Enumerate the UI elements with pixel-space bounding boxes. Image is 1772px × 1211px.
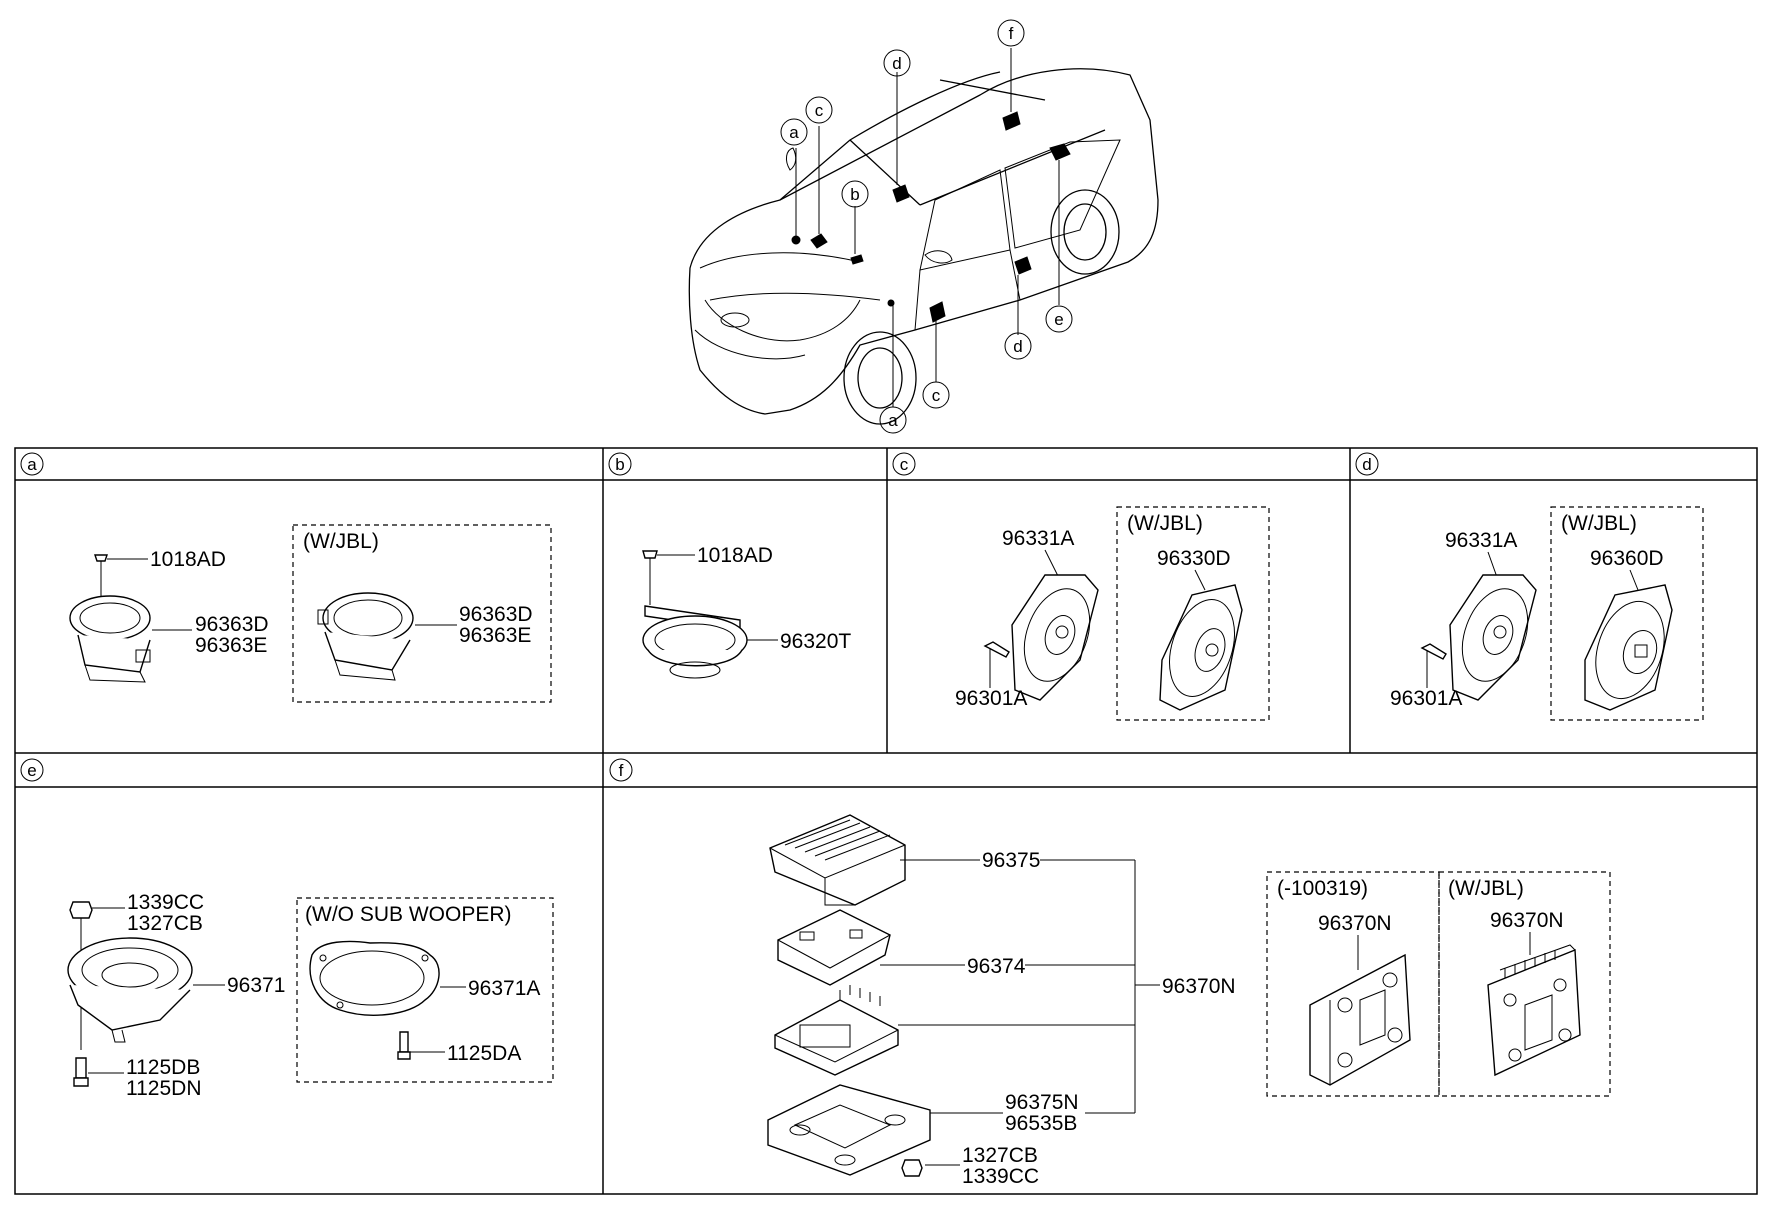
part-label-1018ad-b: 1018AD	[697, 544, 773, 567]
callout-b-top: b	[850, 185, 859, 204]
variant-label-96363d: 96363D	[459, 603, 533, 626]
jbl-door-speaker-icon	[1159, 584, 1243, 711]
part-label-1327cb-e: 1327CB	[127, 912, 203, 935]
nut-icon	[901, 1159, 923, 1177]
bolt-icon	[75, 1057, 87, 1079]
part-label-96371: 96371	[227, 974, 285, 997]
variant-title-wjbl-a: (W/JBL)	[303, 530, 379, 553]
part-label-1339cc-f: 1339CC	[962, 1165, 1039, 1188]
section-f-letter: f	[619, 761, 624, 780]
circuit-board-icon	[777, 909, 891, 986]
variant-label-96370n-left: 96370N	[1318, 912, 1392, 935]
car-overview: a c d f b e d c a	[688, 19, 1159, 434]
amplifier-module-icon	[1309, 953, 1411, 1086]
section-e-letter: e	[27, 761, 36, 780]
variant-label-96360d: 96360D	[1590, 547, 1664, 570]
part-label-96301a-c: 96301A	[955, 687, 1027, 710]
section-e: e 1339CC 1327CB 96371 1125DB 1125DN (W/O…	[20, 758, 554, 1100]
part-label-1018ad: 1018AD	[150, 548, 226, 571]
part-label-96363e: 96363E	[195, 634, 267, 657]
part-label-96331a-c: 96331A	[1002, 527, 1074, 550]
variant-title-100319: (-100319)	[1277, 877, 1368, 900]
part-label-96374: 96374	[967, 955, 1026, 978]
spacer-ring-icon	[309, 940, 440, 1016]
jbl-amplifier-module-icon	[1487, 944, 1581, 1077]
part-label-1125db: 1125DB	[126, 1056, 200, 1079]
part-label-96363d: 96363D	[195, 613, 269, 636]
amplifier-case-icon	[769, 814, 906, 906]
door-speaker-icon	[1011, 574, 1099, 701]
woofer-icon	[67, 937, 193, 1043]
section-c-letter: c	[900, 455, 909, 474]
variant-label-96363e: 96363E	[459, 624, 531, 647]
part-label-96375n: 96375N	[1005, 1091, 1079, 1114]
bolt-icon	[983, 641, 1010, 658]
section-b: b 1018AD 96320T	[608, 452, 851, 679]
screw-icon	[642, 550, 658, 559]
section-b-letter: b	[615, 455, 624, 474]
jbl-tweeter-icon	[317, 592, 414, 681]
door-speaker-icon	[1449, 574, 1537, 701]
variant-label-96370n-right: 96370N	[1490, 909, 1564, 932]
section-d: d 96331A 96301A (W/JBL) 96360D	[1355, 452, 1704, 721]
callout-e-bottom: e	[1054, 310, 1063, 329]
part-label-96535b: 96535B	[1005, 1112, 1077, 1135]
variant-title-wjbl-d: (W/JBL)	[1561, 512, 1637, 535]
part-label-96370n: 96370N	[1162, 975, 1236, 998]
variant-label-96371a: 96371A	[468, 977, 540, 1000]
variant-title-wjbl-f: (W/JBL)	[1448, 877, 1524, 900]
section-f: f 96375 96374	[609, 758, 1611, 1188]
callout-a-bottom: a	[888, 411, 898, 430]
callout-a-top: a	[789, 123, 799, 142]
nut-icon	[69, 901, 93, 919]
callout-c-top: c	[815, 101, 824, 120]
screw-icon	[94, 554, 108, 562]
variant-label-1125da: 1125DA	[447, 1042, 521, 1065]
callout-c-bottom: c	[932, 386, 941, 405]
part-label-1327cb-f: 1327CB	[962, 1144, 1038, 1167]
section-a-letter: a	[27, 455, 37, 474]
variant-title-wo-sub-wooper: (W/O SUB WOOPER)	[305, 903, 512, 926]
callout-f-top: f	[1009, 24, 1014, 43]
part-label-96301a-d: 96301A	[1390, 687, 1462, 710]
variant-title-wjbl-c: (W/JBL)	[1127, 512, 1203, 535]
part-label-96331a-d: 96331A	[1445, 529, 1517, 552]
bolt-icon	[1420, 643, 1447, 660]
part-label-96320t: 96320T	[780, 630, 851, 653]
variant-label-96330d: 96330D	[1157, 547, 1231, 570]
section-a: a 1018AD 96363D 96363E (W/JBL) 96363D 96…	[20, 452, 552, 703]
part-label-1339cc-e: 1339CC	[127, 891, 204, 914]
part-label-96375: 96375	[982, 849, 1040, 872]
base-plate-icon	[767, 1084, 931, 1176]
speaker-icon	[642, 605, 748, 679]
section-grid	[14, 447, 1758, 1195]
section-c: c 96331A 96301A (W/JBL) 96330D	[892, 452, 1270, 721]
part-label-1125dn: 1125DN	[126, 1077, 202, 1100]
bracket-assembly-icon	[774, 985, 899, 1076]
bolt-icon	[399, 1031, 409, 1053]
callout-d-bottom: d	[1013, 337, 1022, 356]
section-d-letter: d	[1362, 455, 1371, 474]
callout-d-top: d	[892, 54, 901, 73]
jbl-door-speaker-icon	[1584, 584, 1673, 711]
tweeter-icon	[69, 595, 151, 683]
